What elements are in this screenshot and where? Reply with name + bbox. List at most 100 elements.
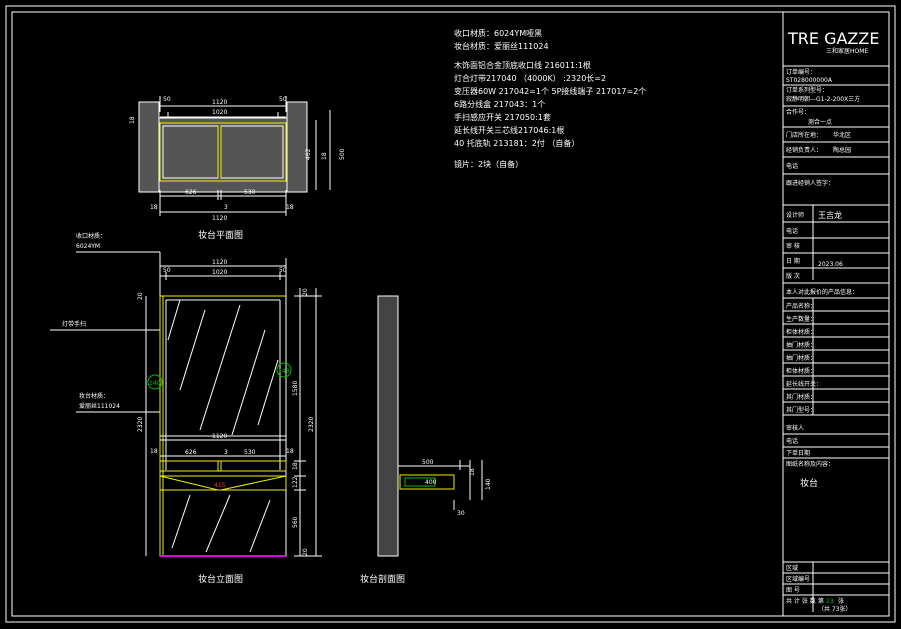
dim-label: 50 <box>279 96 287 103</box>
brand-logo: TRE GAZZE <box>787 29 879 48</box>
mirror-panel <box>159 295 287 557</box>
dim-label: 2320 <box>137 417 144 432</box>
mirror-hatch <box>167 299 279 436</box>
section-title: 妆台剖面图 <box>360 573 405 585</box>
tb-label: 抽门材质： <box>786 354 816 362</box>
dim-label: 462 <box>305 148 312 160</box>
dim-label: 1020 <box>212 269 227 276</box>
tb-label: 本人对此报价的产品信息： <box>786 288 858 296</box>
note-line: 40 托底轨 213181：2付 （自备） <box>454 138 579 148</box>
tb-label: 延长线开关： <box>786 380 822 388</box>
dim-label: 1020 <box>212 109 227 116</box>
tb-label: 门店所在地： <box>786 131 822 139</box>
elevation-title: 妆台立面图 <box>198 573 243 585</box>
section-wall <box>377 295 399 557</box>
dim-label: 1120 <box>212 215 227 222</box>
tb-label: 审核人 <box>786 424 804 432</box>
tb-label: 审 核 <box>786 242 800 250</box>
note-line: 灯合灯带217040 （4000K） :2320长=2 <box>454 73 606 83</box>
dim-label: 140 <box>485 478 492 490</box>
dim-label: 626 <box>185 189 197 196</box>
section-drawer <box>404 477 436 487</box>
dim-label: 626 <box>185 449 197 456</box>
tb-label: 共 计 张 数 <box>786 597 816 605</box>
tb-label: 电话 <box>786 437 798 445</box>
dim-label: 18 <box>286 448 294 455</box>
product-rows: 产品名称： 生产数量： 柜体材质： 抽门材质： 抽门材质： 柜体材质： 延长线开… <box>783 302 889 416</box>
dim-label: 30 <box>457 510 465 517</box>
dim-label: 18 <box>321 152 328 160</box>
tb-value: 寂静明朝—G1-2-200X三方 <box>786 95 860 103</box>
dim-label: 18 <box>469 468 476 476</box>
wall-right <box>286 101 308 193</box>
note-line: 6路分线盒 217043：1个 <box>454 99 545 109</box>
dim-label: 50 <box>163 96 171 103</box>
dim-label: 500 <box>339 148 346 160</box>
tb-label: 订单系列型号： <box>786 86 828 94</box>
wall-left <box>138 101 160 193</box>
total-pages: （共 73张） <box>818 605 852 613</box>
tb-value: ST028000000A <box>786 77 833 84</box>
tb-label: 设计师 <box>786 211 804 219</box>
tb-label: 图纸名称及内容： <box>786 460 834 468</box>
dim-label: 18 <box>150 204 158 211</box>
dim-label: 122 <box>292 476 299 488</box>
dim-label: 3 <box>224 204 228 211</box>
note-line: 妆台材质：爱丽丝111024 <box>454 41 549 51</box>
tb-label: 抽门材质： <box>786 341 816 349</box>
label-light: 灯带手扫 <box>62 320 86 328</box>
tb-label: 柜体材质： <box>786 367 816 375</box>
dim-label: 18 <box>150 448 158 455</box>
note-line: 镜片：2块（自备） <box>454 159 523 169</box>
dim-label: 400 <box>425 479 437 486</box>
tb-label: 经销负责人： <box>786 146 822 154</box>
note-line: 收口材质：6024YM哑黑 <box>454 28 542 38</box>
bubble-right <box>276 362 292 378</box>
drawing-name: 妆台 <box>800 477 818 489</box>
tb-label: 跟进经销人签字： <box>786 179 834 187</box>
tb-label: 电话 <box>786 162 798 170</box>
dim-label: 530 <box>244 189 256 196</box>
material-notes: 收口材质：6024YM哑黑 妆台材质：爱丽丝111024 木饰面铝合金顶底收口线… <box>454 28 646 169</box>
dim-label: 560 <box>292 516 299 528</box>
elevation-view: 收口材质： 6024YM 灯带手扫 妆台材质： 爱丽丝111024 1120 5… <box>50 232 322 585</box>
tb-label: 版 次 <box>786 272 800 280</box>
bubble-right-label: 143 <box>278 368 290 375</box>
label-body: 妆台材质： <box>79 392 109 400</box>
label-body: 爱丽丝111024 <box>79 402 120 410</box>
note-line: 延长线开关三芯线217046:1根 <box>454 125 564 135</box>
tb-label: 订单编号： <box>786 68 816 76</box>
label-trim: 收口材质： <box>76 232 106 240</box>
tb-label: 生产数量： <box>786 315 816 323</box>
tb-label: 区域 <box>786 564 798 572</box>
tb-value: 测合一点 <box>808 118 832 126</box>
dim-label: 18 <box>292 462 299 470</box>
vanity-cabinet <box>159 122 287 182</box>
tb-label: 日 期 <box>786 257 800 265</box>
dim-label: 20 <box>302 548 309 556</box>
vanity-top <box>159 460 287 472</box>
tb-label: 其门型号： <box>786 406 816 414</box>
section-view: 500 400 18 140 30 妆台剖面图 <box>360 295 492 585</box>
tb-value: 2023.06 <box>818 261 843 268</box>
dim-label: 50 <box>163 267 171 274</box>
dim-label: 20 <box>137 292 144 300</box>
note-line: 木饰面铝合金顶底收口线 216011:1根 <box>454 60 591 70</box>
dim-label: 3 <box>224 449 228 456</box>
tb-value: 华北区 <box>833 131 851 139</box>
note-line: 手扫感应开关 217050:1套 <box>454 112 551 122</box>
page-label: 第 <box>818 597 824 605</box>
bubble-left <box>147 374 163 390</box>
tb-label: 合作号： <box>786 108 810 116</box>
dim-label: 18 <box>286 204 294 211</box>
tb-label: 图 号 <box>786 587 800 594</box>
plan-title: 妆台平面图 <box>198 229 243 241</box>
outer-frame <box>5 5 896 623</box>
label-trim: 6024YM <box>76 243 100 250</box>
plan-view: 1120 50 1020 50 18 3 626 530 18 1120 462… <box>129 96 346 241</box>
dim-label: 500 <box>422 459 434 466</box>
section-vanity <box>399 474 455 490</box>
dim-label: 18 <box>129 116 136 124</box>
wall-back <box>158 117 288 193</box>
dim-label: 1120 <box>212 99 227 106</box>
